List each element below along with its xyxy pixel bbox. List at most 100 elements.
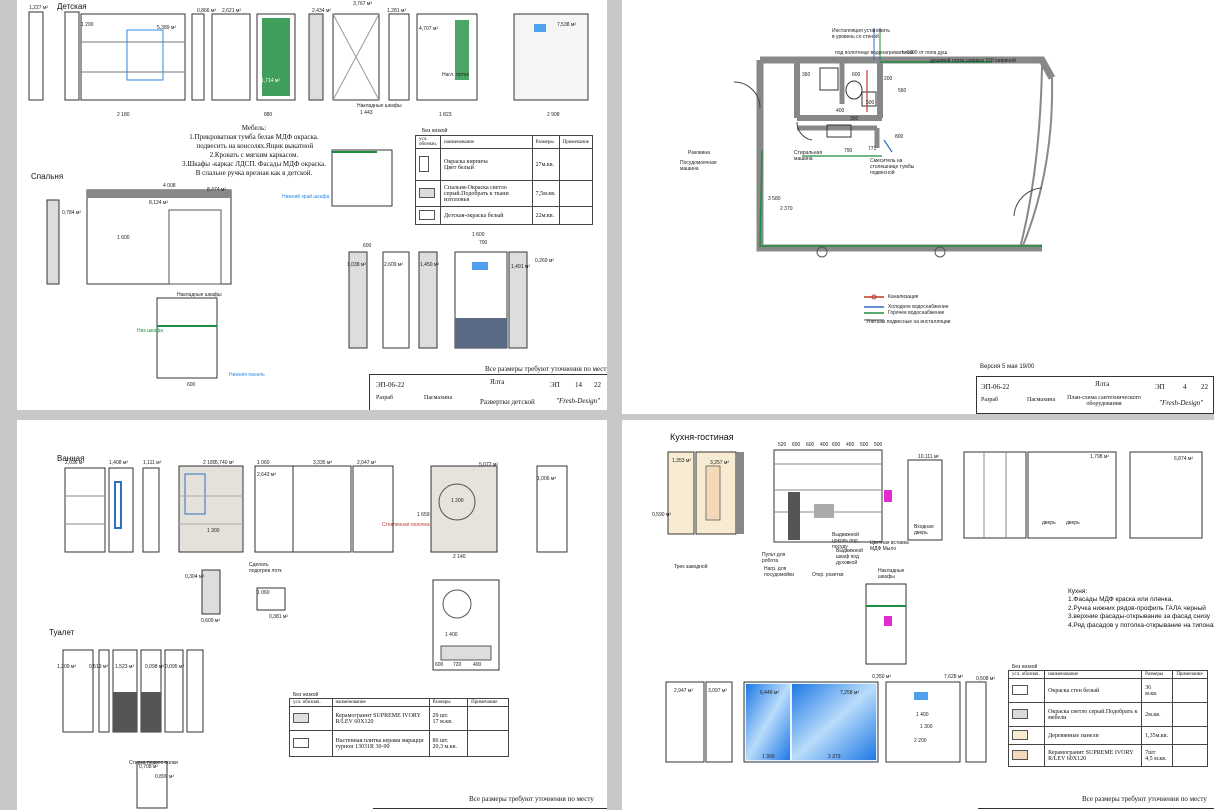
dim-label: 500 <box>866 100 875 106</box>
dim-label: 500 <box>874 442 883 448</box>
dim-label: 2 180 <box>117 112 130 118</box>
section-title-toilet: Туалет <box>49 628 75 637</box>
dim-label: 1 060 <box>257 460 270 466</box>
legend-table: усл. обознач. наименование Размеры Приме… <box>415 135 594 225</box>
legend-swatch <box>1007 744 1046 767</box>
stamp-code: ЭП-06-22 <box>981 383 1010 391</box>
legend-row-name: Детская-окраска белый <box>439 206 533 225</box>
area-label: 2,047 м² <box>357 460 377 466</box>
pipe-legend-label: Унитазы подвесные на инсталляции <box>866 319 951 325</box>
area-label: 5,389 м² <box>157 25 177 31</box>
callout: Цветная вставка МДФ Мыло <box>870 540 909 552</box>
legend-row-name: Окраска светло серый.Подобрать к мебели <box>1044 702 1143 727</box>
pipe-legend-label: Горячее водоснабжение <box>888 310 945 316</box>
legend-header: наименование <box>331 698 430 707</box>
plumbing-plan-drawing <box>733 28 1056 321</box>
area-label: 0,350 м² <box>872 674 892 680</box>
stamp-sheet: 14 <box>575 381 582 389</box>
legend-swatch <box>415 148 441 181</box>
callout: Низ шкафа <box>137 328 164 334</box>
area-label: 2,036 м² <box>65 460 85 466</box>
area-label: 7,538 м² <box>557 22 577 28</box>
area-label: 6,449 м² <box>760 690 780 696</box>
legend-swatch <box>415 180 441 207</box>
legend-swatch <box>1007 702 1046 727</box>
area-label: 1,038 м² <box>347 262 367 268</box>
footer-note: Все размеры требуют уточнения по месту <box>485 365 607 373</box>
area-label: 0,381 м² <box>269 614 289 620</box>
plan-note: душевой лоток ширина 150 шириной <box>930 58 1016 64</box>
area-label: 1,353 м² <box>672 458 692 464</box>
furniture-note: Мебель: 1.Прикроватная тумба белая МДФ о… <box>182 124 326 178</box>
legend-caption: Без низкой <box>293 692 319 698</box>
sheet-bathroom: Ванная Туалет 2,036 м² 1,408 м² 1,111 м²… <box>17 420 607 810</box>
dim-label: 4 008 <box>163 183 176 189</box>
legend-caption: Без низкой <box>422 128 448 134</box>
plan-note: h-1300 от пола душ <box>902 50 948 56</box>
area-label: 2,434 м² <box>312 8 332 14</box>
dim-label: 1 823 <box>439 112 452 118</box>
area-label: 1,006 м² <box>537 476 557 482</box>
area-label: 1,111 м² <box>143 460 162 466</box>
legend-row-note <box>558 180 594 207</box>
legend-header: Примечание <box>467 698 509 707</box>
callout: Выдвижной шкаф под духовкой <box>836 548 863 566</box>
area-label: 1,408 м² <box>109 460 129 466</box>
dim-label: 1 300 <box>207 528 220 534</box>
callout: Нагр. для посудомойки <box>764 566 795 578</box>
nursery-drawing <box>28 11 589 379</box>
dim-label: 800 <box>895 134 904 140</box>
dim-label: 500 <box>860 442 869 448</box>
dim-label: 600 <box>363 243 372 249</box>
footer-note: Все размеры требуют уточнения по месту <box>1082 795 1207 803</box>
area-label: 1,714 м² <box>261 78 281 84</box>
legend-row-note <box>1172 726 1208 745</box>
sheet-kitchen: Кухня-гостиная 1,353 м² 3,257 м² 0,590 м… <box>622 420 1214 810</box>
area-label: 5,740 м² <box>215 460 235 466</box>
legend-row-name: Окраска стен белый <box>1044 678 1143 703</box>
kitchen-note: Кухня: 1.Фасады МДФ краска или пленка. 2… <box>1068 588 1214 629</box>
plan-note: Раковина <box>688 150 710 156</box>
legend-header: усл. обознач. <box>415 135 441 149</box>
area-label: 0,784 м² <box>62 210 82 216</box>
legend-row-note <box>1172 744 1208 767</box>
stamp-author: Пасмахина <box>1027 397 1056 403</box>
legend-table: усл. обознач. наименование Размеры Приме… <box>289 698 509 757</box>
legend-header: Размеры <box>531 135 560 149</box>
area-label: 0,519 м² <box>89 664 109 670</box>
legend-header: Размеры <box>1141 670 1174 679</box>
area-label: 1,491 м² <box>511 264 531 270</box>
legend-row-size: 7шт 4,5 м.кв. <box>1141 744 1174 767</box>
dim-label: 600 <box>187 382 196 388</box>
stamp-stage: ЭП <box>550 381 560 389</box>
dim-label: 200 <box>884 76 893 82</box>
area-label: 0,866 м² <box>197 8 217 14</box>
callout: Накладные шкафы <box>878 568 905 580</box>
legend-row-size: 86 шт. 20,3 м.кв. <box>428 730 469 757</box>
dim-label: 600 <box>832 442 841 448</box>
pipe-legend-label: Канализация <box>888 294 919 300</box>
kitchen-title: Кухня-гостиная <box>670 432 734 442</box>
legend-swatch <box>1007 726 1046 745</box>
dim-label: 2 908 <box>547 112 560 118</box>
area-label: 0,590 м² <box>652 512 672 518</box>
dim-label: 1 300 <box>920 724 933 730</box>
legend-row-note <box>558 206 594 225</box>
dim-label: 400 <box>473 662 482 668</box>
plan-note: Посудомоечная машина <box>680 160 717 172</box>
legend-header: Примечание <box>558 135 594 149</box>
area-label: 1,798 м² <box>1090 454 1110 460</box>
stamp-author: Пасмахина <box>424 395 453 401</box>
area-label: 0,098 м² <box>145 664 165 670</box>
area-label: 3,257 м² <box>710 460 730 466</box>
callout: Нижняя панель <box>229 372 265 378</box>
callout: Входная дверь <box>914 524 934 536</box>
legend-swatch <box>289 706 333 731</box>
dim-label: 2 200 <box>914 738 927 744</box>
legend-row-size: 1,35м.кв. <box>1141 726 1174 745</box>
callout: Накладные шкафы <box>357 103 402 109</box>
legend-row-name: Окраска кирпича Цвет белый <box>439 148 533 181</box>
area-label: 1,450 м² <box>420 262 440 268</box>
dim-label: 700 <box>479 240 488 246</box>
legend-row-name: Керамогранит SUPREME IVORY R/LEV 60X120 <box>331 706 430 731</box>
